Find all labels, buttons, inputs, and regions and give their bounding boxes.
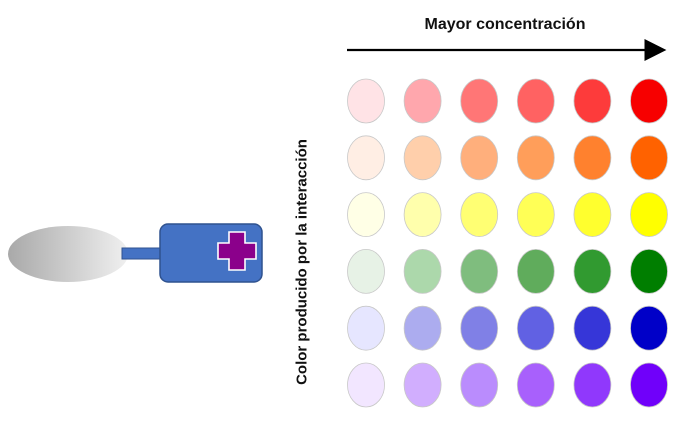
color-swatch-red-2 (403, 78, 442, 124)
sample-pad (8, 226, 128, 282)
color-swatch-yellow-3 (460, 192, 499, 238)
color-swatch-purple-3 (460, 362, 499, 408)
color-swatch-red-1 (347, 78, 385, 124)
color-swatch-green-1 (347, 248, 385, 294)
color-swatch-yellow-6 (630, 192, 668, 238)
color-swatch-purple-1 (347, 362, 385, 408)
plus-symbol-icon (217, 231, 257, 271)
color-swatch-blue-2 (403, 305, 442, 351)
color-swatch-purple-5 (573, 362, 612, 408)
color-swatch-orange-5 (573, 135, 612, 181)
device-stem (121, 247, 165, 260)
color-swatch-yellow-5 (573, 192, 612, 238)
color-swatch-orange-4 (516, 135, 555, 181)
color-swatch-orange-6 (630, 135, 668, 181)
concentration-label: Mayor concentración (424, 16, 586, 33)
color-swatch-red-6 (630, 78, 668, 124)
color-swatch-green-6 (630, 248, 668, 294)
color-swatch-green-3 (460, 248, 499, 294)
sensor-device (8, 223, 263, 283)
color-swatch-purple-2 (403, 362, 442, 408)
color-swatch-blue-6 (630, 305, 668, 351)
color-swatch-blue-4 (516, 305, 555, 351)
color-swatch-green-2 (403, 248, 442, 294)
color-swatch-red-5 (573, 78, 612, 124)
color-swatch-red-4 (516, 78, 555, 124)
color-swatch-blue-5 (573, 305, 612, 351)
color-grid (347, 78, 668, 408)
color-swatch-green-5 (573, 248, 612, 294)
color-swatch-purple-4 (516, 362, 555, 408)
color-swatch-blue-1 (347, 305, 385, 351)
color-swatch-purple-6 (630, 362, 668, 408)
color-swatch-blue-3 (460, 305, 499, 351)
color-swatch-orange-2 (403, 135, 442, 181)
color-swatch-red-3 (460, 78, 499, 124)
color-axis-label: Color producido por la interacción (293, 139, 311, 385)
color-swatch-yellow-4 (516, 192, 555, 238)
color-swatch-orange-3 (460, 135, 499, 181)
color-swatch-orange-1 (347, 135, 385, 181)
color-swatch-green-4 (516, 248, 555, 294)
color-swatch-yellow-2 (403, 192, 442, 238)
color-swatch-yellow-1 (347, 192, 385, 238)
